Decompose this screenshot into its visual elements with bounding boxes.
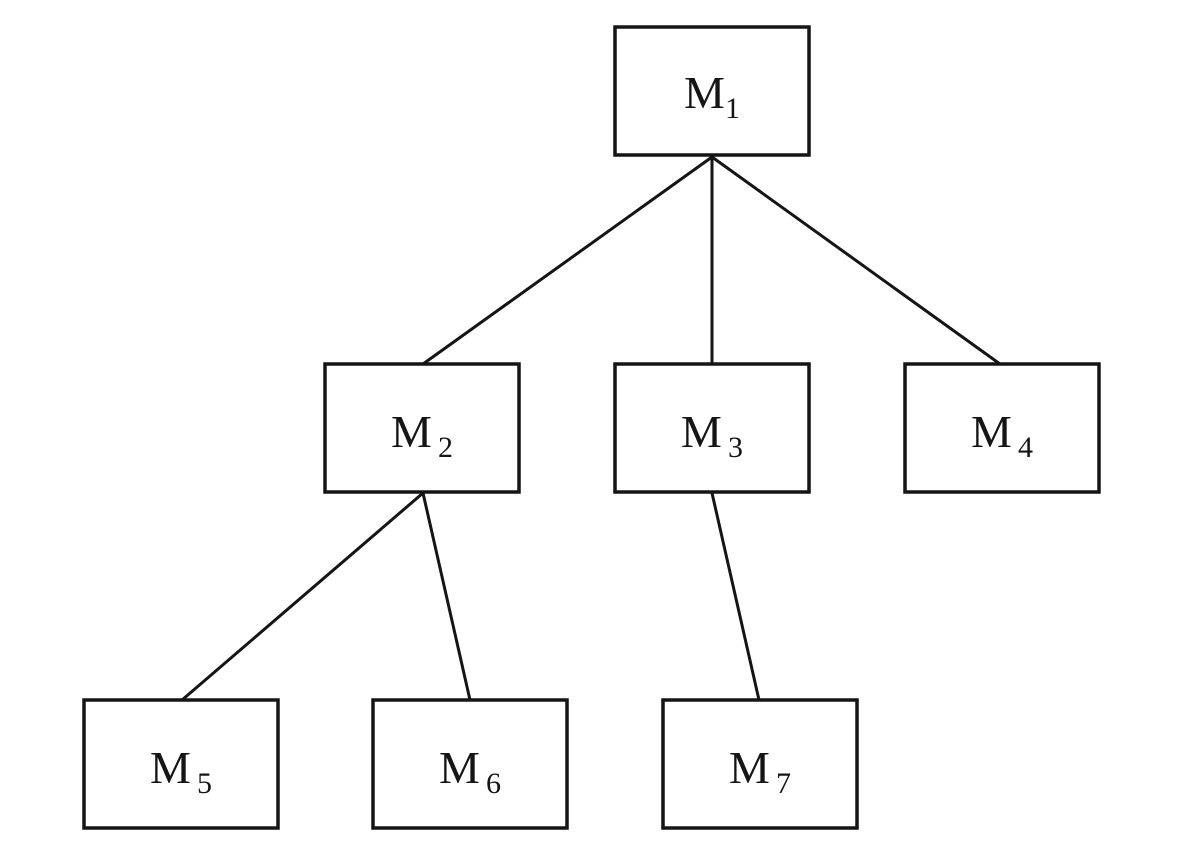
edges <box>180 155 1002 702</box>
edge-m2-m5 <box>180 491 425 702</box>
node-letter: M <box>150 742 191 793</box>
node-subscript: 6 <box>486 767 501 800</box>
node-box <box>661 698 859 830</box>
node-box <box>371 698 569 830</box>
node-subscript: 7 <box>776 767 791 800</box>
node-label: M1 <box>684 67 740 125</box>
node-letter: M <box>684 67 725 118</box>
node-subscript: 3 <box>728 431 743 464</box>
node-box <box>903 362 1101 494</box>
node-letter: M <box>391 406 432 457</box>
node-letter: M <box>971 406 1012 457</box>
node-box <box>323 362 521 494</box>
node-subscript: 2 <box>438 431 453 464</box>
edge-m1-m2 <box>421 155 714 366</box>
node-subscript: 4 <box>1018 431 1033 464</box>
edge-m1-m4 <box>710 155 1002 366</box>
node-box <box>82 698 280 830</box>
node-m1: M1 <box>613 25 811 157</box>
edge-m3-m7 <box>710 491 761 702</box>
node-subscript: 5 <box>197 767 212 800</box>
node-letter: M <box>681 406 722 457</box>
node-box <box>613 25 811 157</box>
node-letter: M <box>729 742 770 793</box>
edge-m2-m6 <box>421 491 472 702</box>
node-box <box>613 362 811 494</box>
node-subscript: 1 <box>725 92 740 125</box>
node-letter: M <box>439 742 480 793</box>
